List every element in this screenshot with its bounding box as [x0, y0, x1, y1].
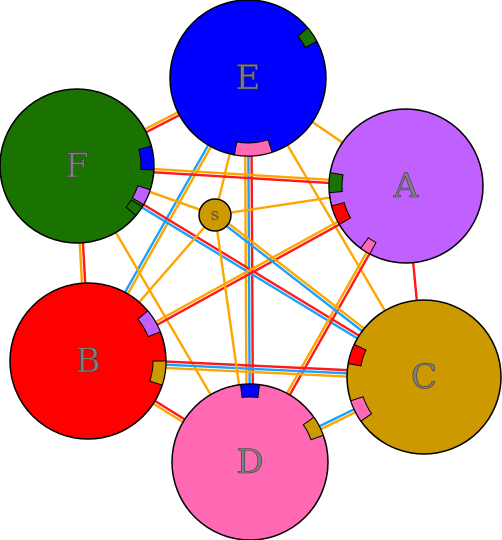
edge-c-s	[224, 221, 371, 337]
edges-layer	[78, 107, 419, 434]
edge-f-a	[146, 167, 337, 185]
labels-layer: E A C D B F s	[65, 58, 437, 483]
edge-strand-orange	[110, 225, 216, 402]
node-a-label: A	[393, 166, 419, 206]
node-c-label: C	[411, 357, 437, 397]
port-d	[239, 383, 261, 399]
edge-strand-blue	[311, 404, 362, 431]
port-e	[233, 139, 273, 157]
edge-a-c	[411, 254, 419, 309]
edge-strand-red	[138, 110, 187, 137]
edge-strand-orange	[305, 116, 350, 148]
edge-f-s	[141, 188, 202, 212]
edge-strand-orange	[133, 225, 207, 309]
edge-strand-red	[284, 246, 375, 403]
edge-strand-red	[411, 254, 419, 309]
node-c-circle	[346, 299, 502, 455]
edge-d-s	[215, 229, 242, 393]
edge-e-c	[282, 137, 390, 318]
edge-strand-red	[146, 170, 337, 185]
edge-strand-orange	[282, 137, 390, 318]
node-f-label: F	[65, 146, 89, 186]
port-e	[297, 27, 318, 49]
port-a	[331, 201, 352, 226]
edge-a-b	[148, 216, 347, 330]
node-s-label: s	[211, 205, 220, 225]
edge-strand-blue	[158, 363, 355, 375]
edge-strand-orange	[229, 195, 338, 215]
edge-b-c	[157, 359, 355, 379]
port-c	[347, 343, 367, 367]
node-e-label: E	[236, 58, 261, 98]
edge-f-d	[110, 225, 216, 402]
edge-strand-red	[158, 359, 355, 372]
edge-strand-orange	[148, 216, 346, 327]
edge-strand-orange	[313, 407, 363, 434]
edge-strand-orange	[157, 366, 355, 379]
edge-strand-orange	[226, 221, 371, 335]
node-s-circle	[198, 198, 232, 232]
port-f	[131, 185, 151, 206]
edge-e-f	[137, 107, 187, 137]
port-c	[350, 396, 373, 422]
edge-strand-orange	[137, 107, 186, 134]
edge-a-e	[305, 116, 350, 148]
edge-strand-orange	[146, 167, 337, 182]
edge-strand-orange	[141, 188, 202, 212]
edge-strand-red	[149, 219, 347, 330]
ports-layer	[125, 27, 377, 441]
port-a	[360, 237, 377, 255]
port-d	[302, 416, 324, 441]
edge-a-s	[229, 195, 338, 215]
edge-strand-blue	[224, 224, 369, 337]
port-b	[149, 360, 167, 386]
port-b	[137, 310, 161, 338]
port-a	[328, 172, 344, 194]
port-f	[138, 145, 155, 171]
edge-strand-red	[81, 235, 87, 291]
edge-strand-orange	[78, 235, 84, 292]
edge-f-b	[78, 235, 87, 292]
edge-strand-orange	[215, 229, 242, 393]
edge-b-s	[133, 225, 207, 309]
node-b-label: B	[76, 341, 101, 381]
port-f	[125, 199, 143, 217]
edge-c-d	[311, 404, 363, 434]
node-d-label: D	[236, 442, 263, 482]
